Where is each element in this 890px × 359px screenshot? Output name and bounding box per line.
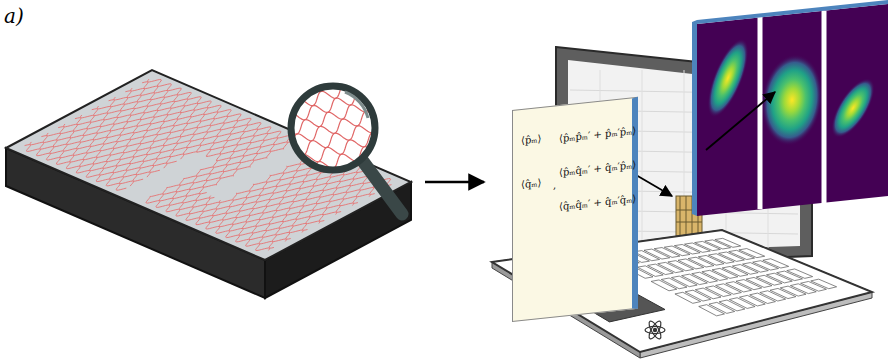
flow-arrow [425, 181, 484, 184]
waveguide [142, 82, 387, 188]
waveguide [131, 88, 375, 194]
result-arrow [706, 92, 775, 150]
expectation-value: , [553, 180, 556, 190]
expectation-value: ⟨q̂ₘq̂ₘ′ + q̂ₘ′q̂ₘ⟩ [559, 194, 636, 212]
grid-line [642, 70, 643, 250]
key [811, 279, 837, 289]
waveguide-closeup [272, 66, 394, 190]
key [763, 259, 789, 268]
wigner-blob [699, 34, 756, 122]
expectation-value: ⟨q̂ₘ⟩ [521, 178, 541, 190]
panel-edge [697, 0, 888, 24]
magnifier-rim [291, 86, 375, 170]
key [739, 249, 765, 258]
plot-background [697, 4, 888, 216]
panel-edge [692, 20, 697, 216]
waveguide [30, 142, 274, 248]
expectation-value: ⟨p̂ₘ⟩ [521, 134, 541, 146]
waveguide [63, 124, 307, 230]
chip-top [6, 70, 411, 260]
wigner-panel [692, 0, 888, 216]
panel-divider [758, 17, 763, 209]
atom-logo [645, 320, 665, 341]
waveguide-mesh [25, 79, 392, 250]
panel-letter: a) [4, 6, 24, 26]
key [715, 238, 741, 247]
magnifier-glint [345, 92, 368, 118]
expectation-value: ⟨p̂ₘq̂ₘ′ + q̂ₘ′p̂ₘ⟩ [559, 160, 636, 178]
wigner-blob [823, 72, 883, 145]
waveguide [47, 133, 291, 239]
key [787, 269, 813, 278]
equation-panel: ⟨p̂ₘ⟩ ⟨q̂ₘ⟩, ⟨p̂ₘp̂ₘ′ + p̂ₘ′p̂ₘ⟩ ⟨p̂ₘq̂ₘ′ +… [512, 97, 638, 322]
magnifier-handle [362, 160, 402, 214]
waveguide [147, 79, 391, 185]
expectation-value: ⟨p̂ₘp̂ₘ′ + p̂ₘ′p̂ₘ⟩ [559, 126, 636, 144]
panel-divider [822, 11, 827, 203]
magnifying-glass [272, 66, 402, 214]
photonic-chip [6, 70, 411, 298]
